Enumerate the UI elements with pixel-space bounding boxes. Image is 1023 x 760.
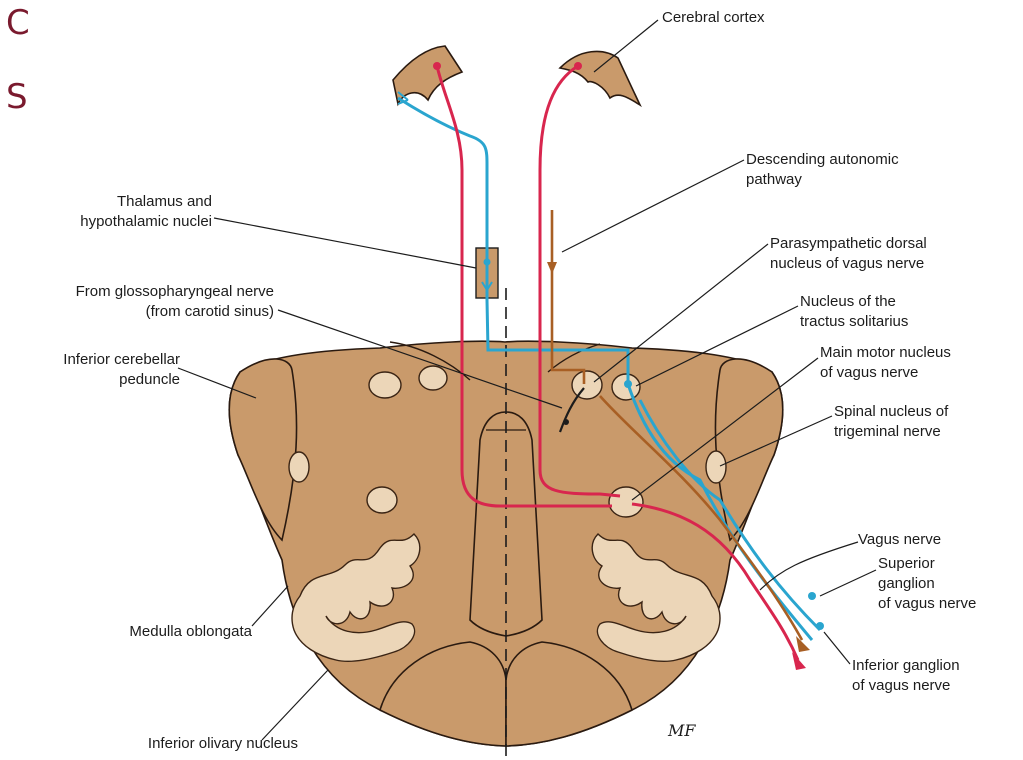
inferior-cerebellar-peduncle-left [229,359,296,540]
label-main-motor-1: Main motor nucleus [820,344,951,361]
label-glossopharyngeal-1: From glossopharyngeal nerve [76,283,274,300]
label-superior-ganglion-3: of vagus nerve [878,595,976,612]
label-inferior-ganglion-1: Inferior ganglion [852,657,960,674]
parasympathetic-dorsal-nucleus [572,371,602,399]
label-tractus-1: Nucleus of the [800,293,896,310]
main-motor-nucleus [609,487,643,517]
label-superior-ganglion-2: ganglion [878,575,935,592]
inferior-cerebellar-peduncle-right [715,359,782,540]
label-tractus-2: tractus solitarius [800,313,908,330]
label-main-motor-2: of vagus nerve [820,364,918,381]
label-thalamus-1: Thalamus and [117,193,212,210]
label-inferior-cerebellar-1: Inferior cerebellar [63,351,180,368]
cortex-right [560,51,640,105]
spinal-trigeminal-nucleus [706,451,726,483]
label-cerebral-cortex: Cerebral cortex [662,9,765,26]
label-inferior-cerebellar-2: peduncle [119,371,180,388]
label-superior-ganglion-1: Superior [878,555,935,572]
label-vagus-nerve: Vagus nerve [858,531,941,548]
label-glossopharyngeal-2: (from carotid sinus) [146,303,274,320]
label-descending-autonomic-2: pathway [746,171,802,188]
label-spinal-nucleus-1: Spinal nucleus of [834,403,949,420]
label-medulla: Medulla oblongata [129,623,252,640]
label-thalamus-2: hypothalamic nuclei [80,213,212,230]
label-inferior-olivary: Inferior olivary nucleus [148,735,298,752]
label-inferior-ganglion-2: of vagus nerve [852,677,950,694]
label-parasympathetic-1: Parasympathetic dorsal [770,235,927,252]
label-parasympathetic-2: nucleus of vagus nerve [770,255,924,272]
label-spinal-nucleus-2: trigeminal nerve [834,423,941,440]
artist-signature: MF [667,721,696,740]
label-descending-autonomic-1: Descending autonomic [746,151,899,168]
